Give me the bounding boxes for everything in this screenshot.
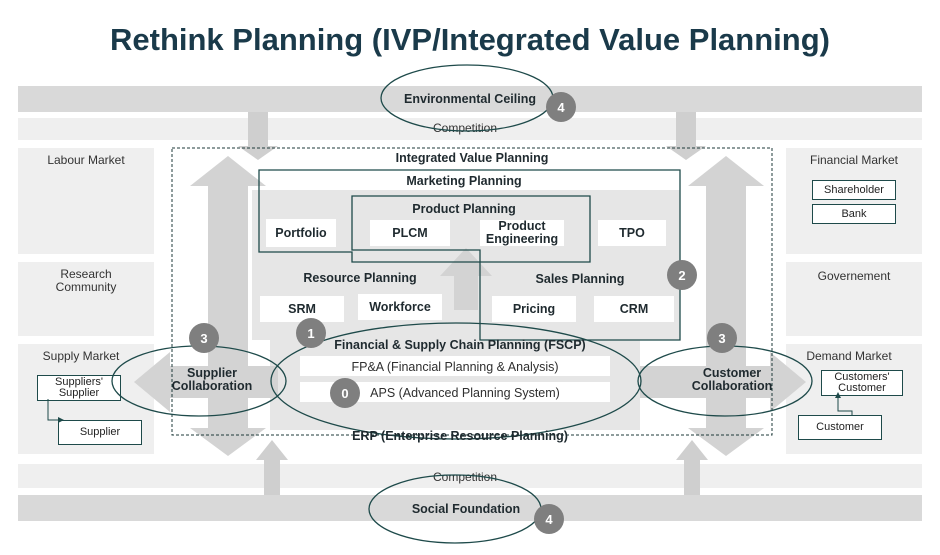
government-panel — [786, 262, 922, 336]
aps-row — [300, 382, 610, 402]
supplier-collab-arrow — [134, 352, 278, 412]
supplier-collaboration-label: Supplier Collaboration — [171, 366, 253, 393]
government-label: Governement — [817, 269, 891, 283]
erp-label: ERP (Enterprise Resource Planning) — [352, 429, 568, 443]
badge-aps-0: 0 — [330, 378, 360, 408]
srm-box: SRM — [260, 296, 344, 322]
product-planning-label: Product Planning — [412, 202, 516, 216]
bottom-competition-label: Competition — [432, 470, 498, 484]
bottom-band — [18, 495, 922, 521]
customer-box: Customer — [798, 415, 882, 440]
customer-collaboration-label: Customer Collaboration — [691, 366, 773, 393]
aps-label: APS (Advanced Planning System) — [370, 386, 560, 400]
workforce-box: Workforce — [358, 294, 442, 320]
badge-sales-2: 2 — [667, 260, 697, 290]
suppliers-supplier-box: Suppliers' Supplier — [37, 375, 121, 401]
labour-market-panel — [18, 148, 154, 254]
financial-market-label: Financial Market — [809, 153, 899, 167]
fscp-label: Financial & Supply Chain Planning (FSCP) — [334, 338, 586, 352]
research-community-panel — [18, 262, 154, 336]
environmental-ceiling-label: Environmental Ceiling — [404, 92, 536, 106]
suppliers-connector — [47, 399, 58, 421]
tpo-box: TPO — [598, 220, 666, 246]
fscp-ellipse — [270, 322, 642, 440]
research-community-label: Research Community — [55, 267, 117, 294]
resource-planning-label: Resource Planning — [303, 271, 417, 285]
supplier-box: Supplier — [58, 420, 142, 445]
badge-fscp-1: 1 — [296, 318, 326, 348]
badge-customer-3: 3 — [707, 323, 737, 353]
right-vertical-arrow — [688, 156, 764, 456]
badge-supplier-3: 3 — [189, 323, 219, 353]
page-title: Rethink Planning (IVP/Integrated Value P… — [110, 22, 830, 57]
plcm-box: PLCM — [370, 220, 450, 246]
customers-connector — [837, 394, 853, 415]
demand-market-label: Demand Market — [806, 349, 892, 363]
top-band — [18, 86, 922, 112]
supply-market-label: Supply Market — [42, 349, 120, 363]
pricing-box: Pricing — [492, 296, 576, 322]
portfolio-box: Portfolio — [266, 219, 336, 247]
bottom-right-up-arrow — [676, 440, 708, 495]
bottom-left-up-arrow — [256, 440, 288, 495]
financial-market-panel — [786, 148, 922, 254]
crm-box: CRM — [594, 296, 674, 322]
bank-box: Bank — [812, 204, 896, 224]
ivp-frame — [171, 147, 773, 436]
social-foundation-label: Social Foundation — [411, 502, 521, 516]
shareholder-box: Shareholder — [812, 180, 896, 200]
sales-planning-label: Sales Planning — [535, 272, 625, 286]
ivp-label: Integrated Value Planning — [395, 151, 549, 165]
center-up-arrow — [440, 248, 492, 310]
top-competition-label: Competition — [432, 121, 498, 135]
badge-social-4: 4 — [534, 504, 564, 534]
product-outline — [351, 195, 591, 263]
marketing-planning-label: Marketing Planning — [406, 174, 522, 188]
customers-customer-box: Customers' Customer — [821, 370, 903, 396]
left-vertical-arrow — [190, 156, 266, 456]
fpa-label: FP&A (Financial Planning & Analysis) — [351, 360, 559, 374]
product-engineering-box: Product Engineering — [480, 220, 564, 246]
fpa-row — [300, 356, 610, 376]
top-right-down-arrow — [666, 112, 706, 160]
customer-collab-arrow — [640, 352, 806, 412]
badge-environmental-4: 4 — [546, 92, 576, 122]
labour-market-label: Labour Market — [47, 153, 125, 167]
